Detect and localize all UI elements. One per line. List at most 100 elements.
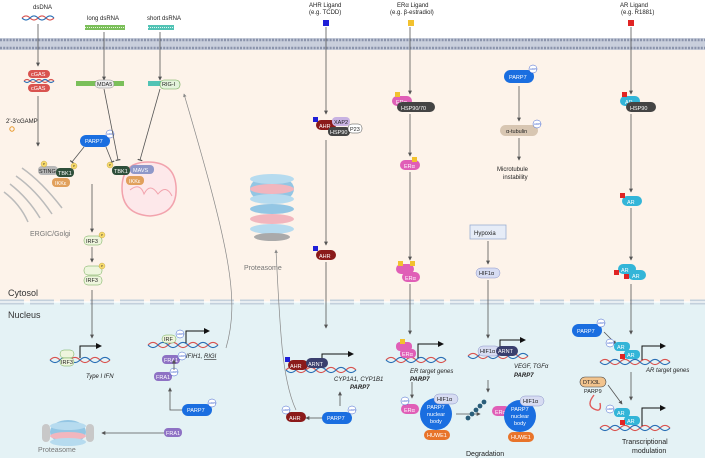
era-degradation-complex: ERα ADPr PARP7 nuclear body HIF1α HUWE1 [400,393,459,440]
short-dsrna-strand [148,25,174,30]
irf3-p: IRF3 P [83,231,106,246]
ergic-golgi [3,167,63,223]
short-dsrna-label: short dsRNA [147,16,181,22]
rigi-node: RIG-I [148,79,181,90]
svg-text:P23: P23 [350,127,360,133]
ar-hsp-complex: AR HSP90 [620,92,656,112]
svg-text:HUWE1: HUWE1 [427,433,447,439]
svg-text:α-tubulin: α-tubulin [506,129,527,135]
svg-text:IRF: IRF [164,337,174,343]
fra1-mono: FRA1 ADPr [154,367,179,381]
er-target-gene [385,341,447,364]
svg-text:cGAS: cGAS [31,72,46,78]
nucleus-label: Nucleus [8,310,41,320]
cgamp-label: 2'-3'cGAMP [6,119,38,125]
svg-text:P: P [43,162,45,166]
ar-dna-bound: AR AR ADPr [605,338,640,359]
microtubule-label-1: Microtubule [497,167,529,173]
ar-target-gene [599,343,671,366]
ar-modulation-bound: AR AR ADPr [605,404,640,425]
svg-text:ADPr: ADPr [607,407,614,411]
degradation-label: Degradation [466,451,504,458]
svg-text:AR: AR [627,200,635,206]
svg-text:P: P [109,163,111,167]
dtx3l-parp9: DTX3L PARP9 [579,376,607,411]
svg-text:HIF1α: HIF1α [437,397,453,403]
svg-text:HIF1α: HIF1α [480,349,496,355]
svg-text:HIF1α: HIF1α [479,271,495,277]
svg-text:body: body [514,421,526,427]
ar-target-genes-label: AR target genes [645,368,689,374]
svg-text:HIF1α: HIF1α [523,399,539,405]
svg-text:FRA1: FRA1 [164,358,178,364]
svg-text:IKKε: IKKε [129,179,141,185]
cgas-node: cGAS cGAS [23,70,55,92]
ar-dimer: AR AR [614,264,646,280]
parp7-nuclear-left: PARP7 ADPr [182,398,217,416]
svg-text:FRA1: FRA1 [156,375,170,381]
ahr-complex: AHR XAP2 HSP90 P23 [313,117,363,136]
svg-text:DTX3L: DTX3L [583,380,600,386]
svg-text:AR: AR [617,411,625,417]
svg-text:AR: AR [621,268,629,274]
mda5-node: MDA5 [76,79,124,89]
svg-text:PARP7: PARP7 [327,416,345,422]
parp7-ahr: PARP7 ADPr [322,405,357,424]
ifih1-rigi-gene [147,328,219,349]
dsdna-helix [21,15,55,21]
svg-text:HSP90: HSP90 [630,106,647,112]
svg-text:AHR: AHR [319,254,331,260]
svg-text:ADPr: ADPr [607,341,614,345]
svg-text:ADPr: ADPr [598,321,605,325]
hif-degradation-complex: ERα PARP7 nuclear body HIF1α HUWE1 [492,395,545,442]
svg-text:PARP7: PARP7 [509,75,527,81]
svg-text:cGAS: cGAS [31,86,46,92]
svg-text:RIG-I: RIG-I [162,82,176,88]
type-i-ifn-label: Type I IFN [86,374,114,380]
svg-text:IRF3: IRF3 [86,278,98,284]
ubiquitin-chain [465,399,487,421]
svg-text:ADPr: ADPr [177,332,184,336]
ahr-ligand-square [323,20,329,26]
svg-text:ADPr: ADPr [283,408,290,412]
sting-complex: STING TBK1 IKKε P P [38,160,78,187]
era-dna-bound: ERα [396,339,416,358]
svg-text:AR: AR [627,353,635,359]
microtubule-label-2: instability [503,175,528,181]
ahr-adpr: AHR ADPr [281,405,306,422]
svg-text:HSP90: HSP90 [330,130,347,136]
svg-text:PARP7: PARP7 [511,407,529,413]
svg-text:ADPr: ADPr [530,67,537,71]
ahr-parp7-gene: PARP7 [350,385,370,391]
svg-text:AR: AR [632,274,640,280]
transcriptional-label-1: Transcriptional [622,439,668,446]
svg-text:XAP2: XAP2 [334,120,348,126]
svg-text:PARP7: PARP7 [427,405,445,411]
parp7-innate: PARP7 ADPr [80,129,115,147]
vegf-label: VEGF, TGFα [514,364,549,370]
svg-text:AHR: AHR [290,364,302,370]
svg-text:body: body [430,419,442,425]
ahr-arnt-bound: AHR ARNT [285,357,328,370]
svg-text:ERα: ERα [404,408,416,414]
svg-text:PARP7: PARP7 [187,408,205,414]
svg-text:ERα: ERα [405,276,417,282]
ahr-ligand-label: AHR Ligand [309,3,341,9]
er-parp7-gene: PARP7 [410,377,430,383]
cytosol-region [0,50,705,302]
ar-ligand-square [628,20,634,26]
long-dsrna-label: long dsRNA [87,16,119,22]
svg-text:MDA5: MDA5 [97,82,112,88]
transcriptional-label-2: modulation [632,448,666,455]
irf3-dna-bound: IRF3 [59,349,75,367]
svg-text:FRA1: FRA1 [166,431,180,437]
svg-text:IKKε: IKKε [55,181,67,187]
svg-text:PARP9: PARP9 [584,389,602,395]
svg-text:PARP7: PARP7 [85,139,103,145]
svg-text:TBK1: TBK1 [114,169,128,175]
proteasome-left [42,420,94,446]
svg-text:ARNT: ARNT [308,362,324,368]
svg-text:MAVS: MAVS [133,168,149,174]
svg-text:ADPr: ADPr [179,354,186,358]
